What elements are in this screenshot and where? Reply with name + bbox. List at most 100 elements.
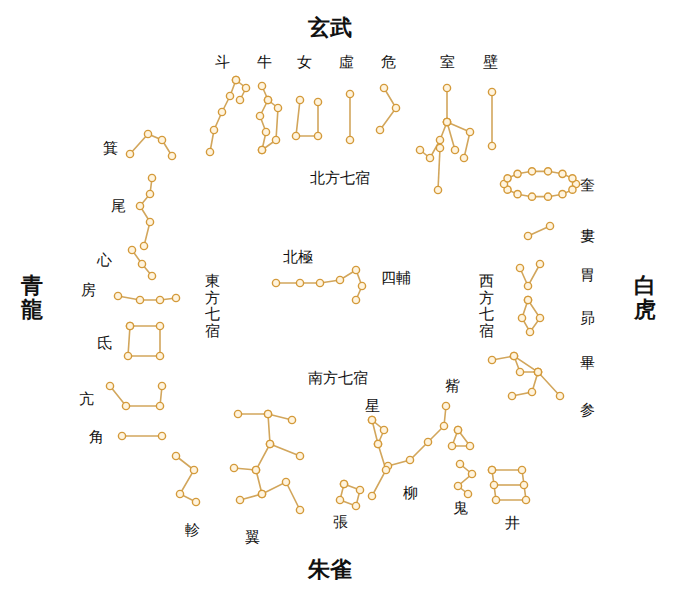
star-dot [488,142,495,149]
star-dot [144,130,151,137]
star-dot [158,382,165,389]
star-dot [488,466,495,473]
mansion-name: 軫 [185,522,200,539]
mansion-name: 牛 [257,54,272,71]
star-dot [272,279,279,286]
star-dot [136,296,143,303]
star-line [494,484,524,486]
star-dot [296,279,303,286]
star-line [349,94,351,140]
mansion-name: 星 [365,398,380,415]
star-dot [520,481,527,488]
star-dot [316,279,323,286]
star-dot [282,478,289,485]
star-dot [374,440,381,447]
star-dot [374,440,381,447]
star-dot [172,452,179,459]
star-dot [442,402,449,409]
star-dot [426,154,433,161]
star-dot [258,146,265,153]
star-dot [443,118,450,125]
star-dot [126,322,133,329]
star-dot [514,191,521,198]
mansion-name: 鬼 [453,500,468,517]
star-dot [258,146,265,153]
star-dot [140,242,147,249]
star-dot [126,322,133,329]
star-dot [258,490,265,497]
star-dot [516,264,523,271]
star-dot [436,136,443,143]
mansion-name: 亢 [79,391,94,408]
star-dot [124,352,131,359]
star-dot [264,410,271,417]
star-dot [296,452,303,459]
star-line [118,296,176,300]
star-dot [443,84,450,91]
star-dot [510,352,517,359]
star-line [492,356,560,396]
star-line [122,435,162,437]
star-dot [569,186,576,193]
star-dot [536,260,543,267]
star-name: 北極 [283,249,313,266]
mansion-name: 張 [333,514,348,531]
star-dot [158,136,165,143]
star-dot [440,422,447,429]
star-dot [156,322,163,329]
star-dot [524,232,531,239]
mansion-name: 婁 [580,228,595,245]
star-dot [516,368,523,375]
star-dot [544,168,551,175]
star-dot [376,126,383,133]
star-dot [266,440,273,447]
mansion-name: 柳 [403,485,418,502]
star-dot [368,492,375,499]
star-dot [454,426,461,433]
star-dot [466,128,473,135]
star-dot [436,144,443,151]
star-dot [158,432,165,439]
star-dot [464,490,471,497]
star-dot [336,276,343,283]
star-dot [534,368,541,375]
mansion-name: 井 [505,515,520,532]
star-dot [510,352,517,359]
star-dot [536,314,543,321]
star-dot [468,470,475,477]
mansion-name: 觜 [445,378,460,395]
star-dot [148,272,155,279]
star-dot [492,496,499,503]
star-dot [528,168,535,175]
mansion-name: 箕 [103,140,118,157]
star-dot [466,442,473,449]
star-dot [336,496,343,503]
star-dot [218,108,225,115]
group-title: 玄武 [308,16,352,40]
star-line [296,100,318,136]
star-dot [148,174,155,181]
mansion-name: 昴 [580,310,595,327]
mansion-name: 房 [81,282,96,299]
star-dot [488,356,495,363]
star-dot [488,88,495,95]
star-dot [190,466,197,473]
mansion-name: 危 [381,54,396,71]
mansion-name: 翼 [245,529,260,546]
mansion-name: 尾 [111,198,126,215]
star-dot [296,96,303,103]
mansion-name: 角 [89,429,104,446]
star-dot [456,460,463,467]
star-dot [138,260,145,267]
star-dot [448,442,455,449]
region-label: 西方七宿 [479,273,494,339]
star-dot [156,296,163,303]
star-dot [546,222,553,229]
star-dot [522,496,529,503]
star-line [262,482,300,510]
star-dot [352,266,359,273]
star-dot [156,352,163,359]
star-dot [490,481,497,488]
